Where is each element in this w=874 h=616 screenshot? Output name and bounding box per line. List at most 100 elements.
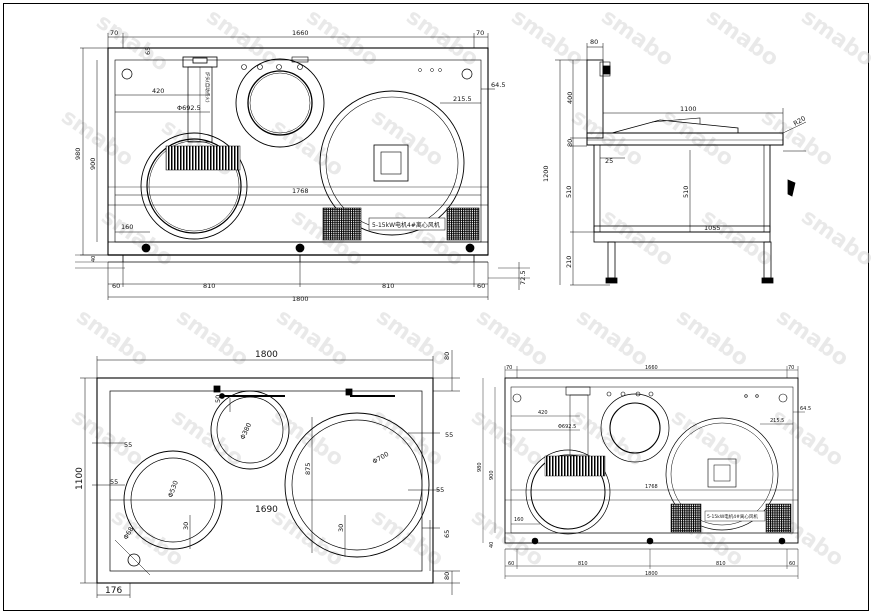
dim-30-a: 30	[182, 522, 190, 530]
watermark-text: smabo	[797, 4, 874, 71]
dim-1768: 1768	[292, 187, 309, 195]
dim-980: 980	[74, 148, 82, 160]
dim-420: 420	[152, 87, 164, 95]
dim-60-right: 60	[477, 282, 485, 290]
watermark-text: smabo	[772, 304, 853, 371]
dim-70-left: 70	[506, 365, 512, 371]
dim-1768: 1768	[645, 484, 658, 490]
watermark-text: smabo	[172, 304, 253, 371]
watermark-text: smabo	[267, 504, 348, 571]
dim-692: Φ692.5	[558, 424, 576, 430]
watermark-text: smabo	[267, 404, 348, 471]
watermark-text: smabo	[202, 4, 283, 71]
fan-label: 5-15kW电机4#离心风机	[372, 221, 440, 229]
dim-810-right: 810	[382, 282, 394, 290]
dim-65: 65	[144, 47, 152, 55]
dim-1690: 1690	[255, 505, 278, 515]
dim-80-plan-bottom: 80	[443, 572, 451, 580]
plan-view	[80, 350, 460, 598]
dim-215: 215.5	[770, 418, 784, 424]
dim-1800-plan: 1800	[255, 350, 278, 360]
dim-215: 215.5	[453, 95, 472, 103]
drawing-frame	[3, 3, 869, 611]
dim-65-plan: 65	[443, 530, 451, 538]
dim-1800: 1800	[292, 295, 309, 303]
dim-60-left: 60	[508, 561, 514, 567]
watermark-text: smabo	[72, 304, 153, 371]
dim-55-c: 55	[445, 431, 453, 439]
dim-80-plan: 80	[443, 352, 451, 360]
dim-40: 40	[91, 256, 97, 262]
dim-dia-530: Φ530	[166, 479, 180, 498]
watermark-text: smabo	[92, 9, 173, 76]
dim-70-right: 70	[476, 29, 484, 37]
dim-55-a: 55	[124, 441, 132, 449]
dim-1100-plan: 1100	[75, 467, 85, 490]
watermark-text: smabo	[657, 104, 738, 171]
dim-420: 420	[538, 410, 548, 416]
watermark-text: smabo	[67, 404, 148, 471]
dim-810-left: 810	[578, 561, 588, 567]
watermark-text: smabo	[472, 304, 553, 371]
burner-label: 炉头(自动点火)	[204, 72, 211, 103]
watermark-text: smabo	[272, 304, 353, 371]
dim-176: 176	[105, 586, 122, 596]
dim-210: 210	[565, 256, 573, 268]
watermark-text: smabo	[372, 304, 453, 371]
dim-70-left: 70	[110, 29, 118, 37]
dim-1660: 1660	[292, 29, 309, 37]
front-view-top-left	[75, 33, 530, 300]
watermark-text: smabo	[107, 504, 188, 571]
dim-160: 160	[514, 517, 524, 523]
watermark-text: smabo	[367, 504, 448, 571]
front-view-bottom-right-labels: 70 1660 70 980 900 420 Φ692.5 215.5 64.5…	[477, 365, 811, 577]
dim-64: 64.5	[800, 406, 811, 412]
watermark-text: smabo	[767, 404, 848, 471]
dim-1660: 1660	[645, 365, 658, 371]
watermark-text: smabo	[757, 104, 838, 171]
watermark-text: smabo	[167, 404, 248, 471]
dim-40: 40	[489, 542, 495, 548]
dim-510-mid: 510	[682, 186, 690, 198]
watermark-text: smabo	[402, 4, 483, 71]
watermark-text: smabo	[672, 304, 753, 371]
dim-50: 50	[214, 395, 222, 403]
watermark-text: smabo	[302, 4, 383, 71]
dim-810-right: 810	[716, 561, 726, 567]
dim-dia-380: Φ380	[239, 422, 254, 441]
dim-30-b: 30	[337, 524, 345, 532]
watermark-text: smabo	[572, 304, 653, 371]
dim-1100-side: 1100	[680, 105, 697, 113]
dim-70-right: 70	[788, 365, 794, 371]
dim-900: 900	[489, 470, 495, 480]
dim-dia-700: Φ700	[371, 450, 390, 466]
watermark-text: smabo	[267, 114, 348, 181]
dim-692: Φ692.5	[177, 104, 201, 112]
dim-980: 980	[477, 462, 483, 472]
dim-80-side: 80	[566, 139, 574, 147]
watermark-text: smabo	[697, 204, 778, 271]
dim-1800: 1800	[645, 571, 658, 577]
front-view-top-left-labels: 70 1660 70 65 980 900 420 Φ692.5 215.5 6…	[74, 29, 527, 303]
side-view	[555, 43, 807, 286]
dim-875: 875	[304, 463, 312, 475]
dim-55-d: 55	[436, 486, 444, 494]
dim-400: 400	[566, 92, 574, 104]
side-view-labels: 80 400 1100 R20 80 25 1200 510 510 1055 …	[542, 38, 807, 268]
dim-160: 160	[121, 223, 133, 231]
front-view-bottom-right	[482, 366, 805, 579]
dim-72: 72.5	[519, 271, 527, 285]
watermark-text: smabo	[467, 404, 548, 471]
watermark-text: smabo	[702, 4, 783, 71]
fan-label: 5-15kW电机4#离心风机	[707, 513, 758, 520]
dim-1200: 1200	[542, 165, 550, 182]
watermark-text: smabo	[367, 104, 448, 171]
watermark-text: smabo	[597, 4, 678, 71]
watermark-text: smabo	[507, 4, 588, 71]
dim-810-left: 810	[203, 282, 215, 290]
dim-64: 64.5	[491, 81, 505, 89]
dim-900: 900	[89, 158, 97, 170]
dim-55-b: 55	[110, 478, 118, 486]
